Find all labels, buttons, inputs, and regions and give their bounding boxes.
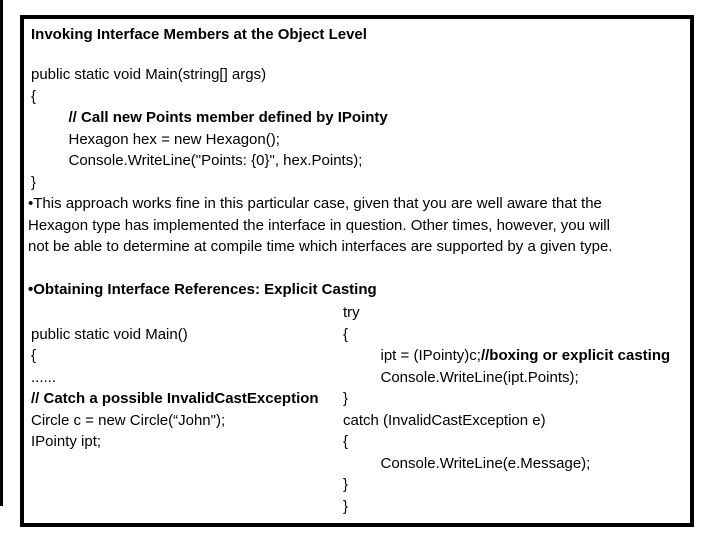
code-text: } [343, 390, 349, 407]
code-text: catch (InvalidCastException e) [343, 411, 546, 429]
code-line: { [343, 431, 670, 453]
code-text: { [31, 347, 37, 364]
code-text: } [31, 173, 37, 191]
slide-title: Invoking Interface Members at the Object… [31, 26, 367, 43]
code-line: IPointy ipt; [31, 431, 319, 453]
code-line: { [31, 345, 319, 367]
code-line: try [343, 302, 670, 324]
code-line: } [343, 496, 670, 518]
code-text: Circle c = new Circle(“John"); [31, 411, 226, 429]
code-text: public static void Main(string[] args) [31, 66, 267, 83]
code-text: try [343, 304, 360, 321]
code-line: Console.WriteLine("Points: {0}", hex.Poi… [31, 150, 388, 172]
code-block-main: public static void Main(string[] args){ … [31, 64, 388, 193]
code-line [31, 302, 319, 324]
code-line: // Catch a possible InvalidCastException [31, 388, 319, 410]
code-line: catch (InvalidCastException e) [343, 410, 670, 432]
code-line: Console.WriteLine(ipt.Points); [343, 367, 670, 389]
code-text: Console.WriteLine("Points: {0}", hex.Poi… [31, 152, 363, 169]
code-line: Hexagon hex = new Hexagon(); [31, 129, 388, 151]
code-line: } [31, 172, 388, 194]
code-text: Hexagon hex = new Hexagon(); [31, 130, 280, 148]
code-text [31, 498, 35, 515]
code-text: Hexagon type has implemented the interfa… [28, 216, 610, 234]
code-text [31, 109, 69, 126]
slide-frame: Invoking Interface Members at the Object… [20, 15, 694, 527]
code-text: // Catch a possible InvalidCastException [31, 390, 319, 407]
code-text: // Call new Points member defined by IPo… [68, 109, 388, 126]
code-text: } [343, 476, 349, 493]
paragraph-block: •This approach works fine in this partic… [28, 193, 613, 258]
code-line: Console.WriteLine(e.Message); [343, 453, 670, 475]
code-line: } [343, 388, 670, 410]
code-text [31, 476, 35, 493]
code-text: Console.WriteLine(ipt.Points); [343, 368, 579, 386]
code-line: public static void Main() [31, 324, 319, 346]
code-text: { [31, 87, 37, 105]
code-text: } [343, 497, 349, 515]
code-line [31, 474, 319, 496]
code-text [31, 455, 35, 472]
code-line: ...... [31, 367, 319, 389]
code-text: not be able to determine at compile time… [28, 238, 613, 255]
code-line: { [31, 86, 388, 108]
code-line: Circle c = new Circle(“John"); [31, 410, 319, 432]
code-text: •This approach works fine in this partic… [28, 195, 602, 212]
code-text: Console.WriteLine(e.Message); [343, 454, 591, 472]
code-line: ipt = (IPointy)c;//boxing or explicit ca… [343, 345, 671, 367]
code-text [31, 304, 35, 321]
code-text: IPointy ipt; [31, 433, 102, 450]
code-text: { [343, 325, 349, 343]
code-text: public static void Main() [31, 325, 188, 343]
code-line: } [343, 474, 670, 496]
code-line: not be able to determine at compile time… [28, 236, 613, 258]
code-line: { [343, 324, 670, 346]
code-column-right: try { ipt = (IPointy)c;//boxing or explic… [343, 302, 670, 517]
code-line: // Call new Points member defined by IPo… [31, 107, 388, 129]
code-column-left: public static void Main() {...... // Catch… [31, 302, 319, 517]
code-line: Hexagon type has implemented the interfa… [28, 215, 613, 237]
section-heading: •Obtaining Interface References: Explici… [28, 281, 377, 298]
code-text: ipt = (IPointy)c; [343, 347, 481, 364]
code-text: //boxing or explicit casting [480, 347, 671, 364]
code-line: •This approach works fine in this partic… [28, 193, 613, 215]
code-line [31, 453, 319, 475]
code-text: { [343, 433, 349, 450]
code-text: ...... [31, 368, 57, 386]
code-line: public static void Main(string[] args) [31, 64, 388, 86]
left-edge-strip [0, 0, 3, 506]
code-line [31, 496, 319, 518]
